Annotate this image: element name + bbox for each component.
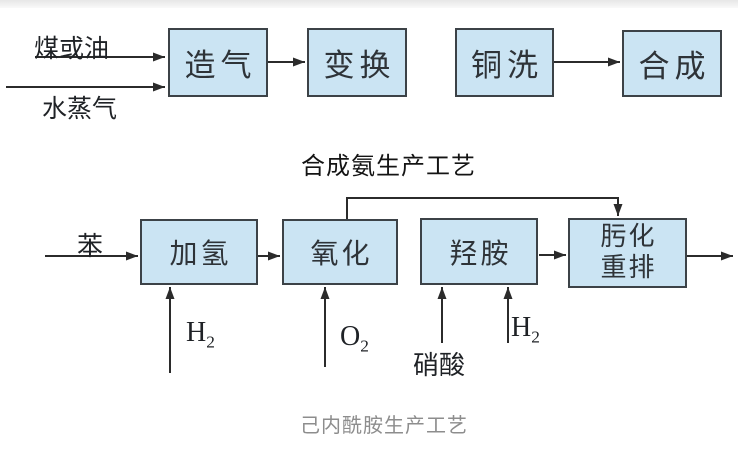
chem-subscript: 2 xyxy=(531,327,540,347)
process-box-oxidation: 氧化 xyxy=(282,219,398,285)
process-box-label-line2: 重排 xyxy=(600,253,657,282)
process-box-copper-wash: 铜洗 xyxy=(455,28,554,97)
process-box-label: 铜洗 xyxy=(471,48,543,83)
chem-base: H xyxy=(511,312,532,343)
process-box-shift-conversion: 变换 xyxy=(307,28,407,97)
process-box-gasification: 造气 xyxy=(168,28,268,97)
process-box-label: 加氢 xyxy=(169,239,232,270)
process-box-label: 变换 xyxy=(323,48,396,83)
feed-label-hydrogen-1: H2 xyxy=(186,317,215,352)
top-edge-shade xyxy=(0,0,738,8)
feed-label-hydrogen-2: H2 xyxy=(511,312,540,347)
feed-label-nitric-acid: 硝酸 xyxy=(413,351,466,380)
process-box-label: 合成 xyxy=(638,49,711,84)
input-label-steam: 水蒸气 xyxy=(42,96,118,123)
process-box-label: 羟胺 xyxy=(449,238,512,270)
process-box-label: 造气 xyxy=(184,48,257,83)
input-label-coal-or-oil: 煤或油 xyxy=(34,36,110,63)
feed-label-oxygen: O2 xyxy=(340,321,369,356)
chem-subscript: 2 xyxy=(206,332,215,352)
chem-base: H xyxy=(186,317,207,348)
process-box-label-line1: 肟化 xyxy=(600,222,657,252)
process-box-oximation-rearrangement: 肟化 重排 xyxy=(568,218,687,288)
caption-caprolactam-process: 己内酰胺生产工艺 xyxy=(300,415,468,437)
arrow-oxidation-to-oximation-bypass xyxy=(346,197,623,219)
chem-subscript: 2 xyxy=(360,336,369,356)
process-box-synthesis: 合成 xyxy=(622,30,722,97)
process-box-label: 氧化 xyxy=(310,239,373,270)
process-box-hydrogenation: 加氢 xyxy=(140,219,258,285)
caption-ammonia-process: 合成氨生产工艺 xyxy=(301,153,476,180)
chem-base: O xyxy=(340,321,361,352)
process-box-hydroxylamine: 羟胺 xyxy=(420,218,538,285)
input-label-benzene: 苯 xyxy=(77,232,104,261)
